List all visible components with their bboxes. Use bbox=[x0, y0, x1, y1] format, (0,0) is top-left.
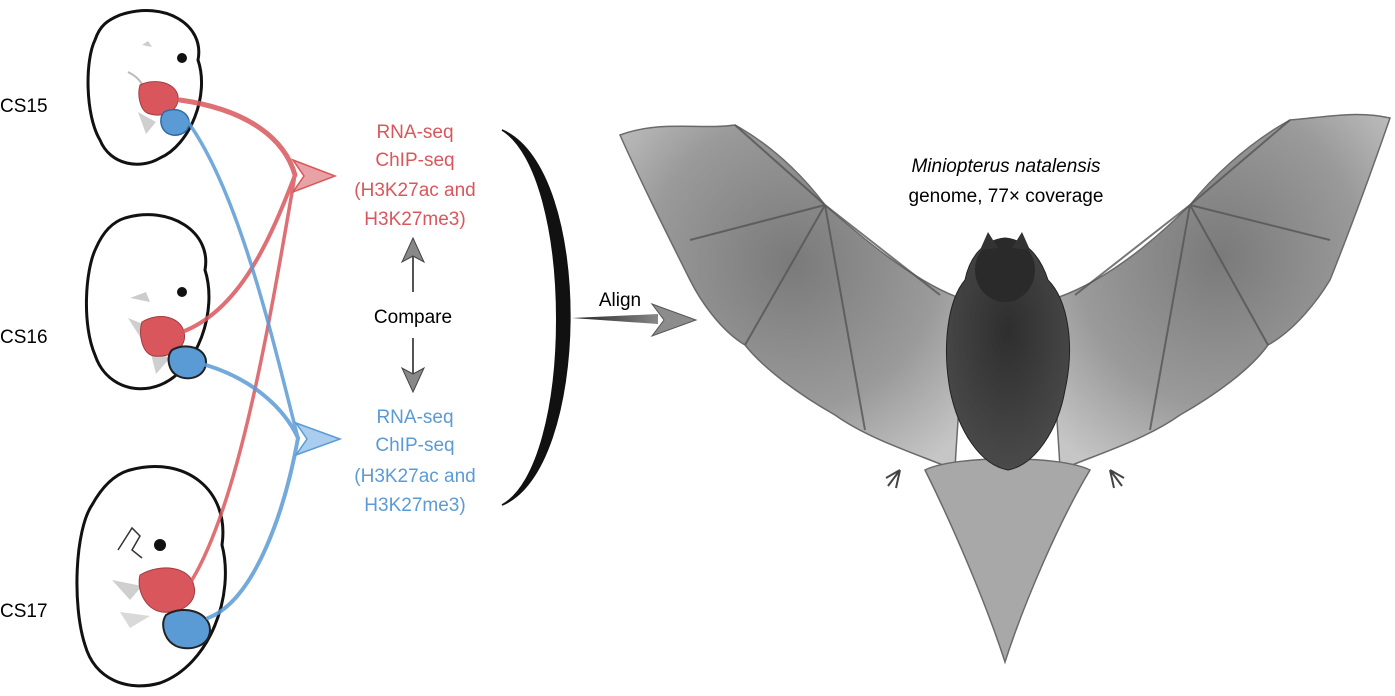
forelimb-arrowhead bbox=[291, 158, 338, 194]
embryo-cs17 bbox=[75, 465, 227, 688]
embryo-cs16 bbox=[84, 213, 211, 391]
align-arrow bbox=[572, 302, 698, 338]
forelimb-assay-line-3: (H3K27ac and bbox=[354, 180, 475, 201]
forelimb-bud-cs17 bbox=[138, 567, 196, 613]
forelimb-connectors bbox=[177, 97, 298, 582]
hindlimb-bud-cs17 bbox=[162, 609, 212, 650]
hindlimb-bud-cs16 bbox=[167, 345, 208, 380]
hindlimb-bud-cs15 bbox=[160, 108, 190, 136]
hindlimb-arrowhead bbox=[294, 421, 343, 457]
forelimb-assay-line-1: RNA-seq bbox=[376, 122, 453, 143]
compare-up-arrow bbox=[400, 236, 426, 292]
hindlimb-connectors bbox=[183, 116, 300, 620]
hindlimb-assay-line-3: (H3K27ac and bbox=[354, 466, 475, 487]
forelimb-assay-line-4: H3K27me3) bbox=[364, 209, 465, 230]
compare-label: Compare bbox=[374, 307, 452, 328]
align-label: Align bbox=[599, 290, 641, 311]
embryo-cs15 bbox=[86, 9, 203, 166]
stage-label-cs15: CS15 bbox=[0, 96, 48, 117]
merge-bracket bbox=[501, 129, 571, 506]
bat-illustration bbox=[618, 113, 1391, 665]
genome-species-label: Miniopterus natalensis bbox=[911, 156, 1101, 177]
stage-label-cs16: CS16 bbox=[0, 327, 48, 348]
stage-label-cs17: CS17 bbox=[0, 601, 48, 622]
compare-down-arrow bbox=[400, 338, 426, 394]
hindlimb-assay-line-4: H3K27me3) bbox=[364, 495, 465, 516]
hindlimb-assay-line-2: ChIP-seq bbox=[375, 435, 454, 456]
genome-coverage-label: genome, 77× coverage bbox=[909, 186, 1104, 207]
forelimb-assay-line-2: ChIP-seq bbox=[375, 150, 454, 171]
hindlimb-assay-line-1: RNA-seq bbox=[376, 407, 453, 428]
